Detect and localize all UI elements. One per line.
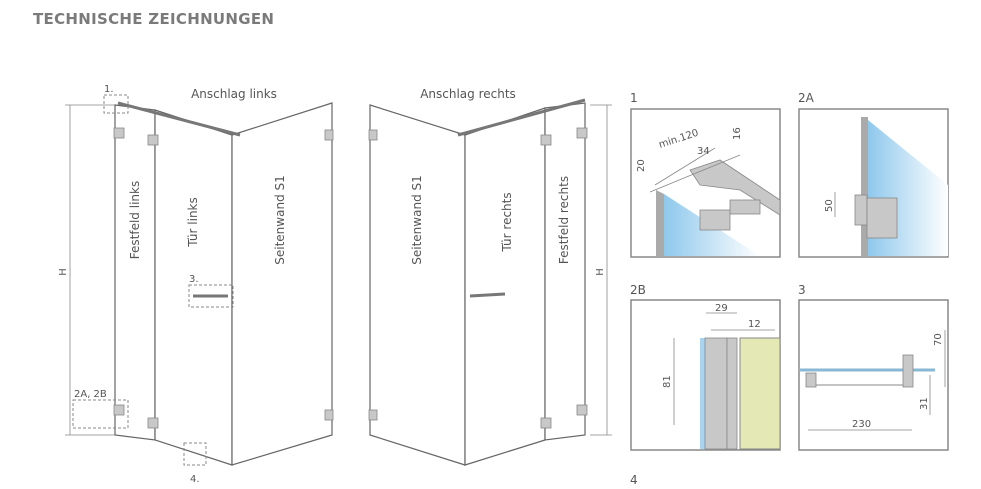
detail-label: 2B bbox=[630, 283, 646, 297]
detail-3: 3 230 70 31 bbox=[798, 283, 949, 451]
panel-label: Seitenwand S1 bbox=[273, 175, 287, 264]
dimension-label: 70 bbox=[933, 333, 944, 346]
height-label: H bbox=[595, 268, 606, 276]
dimension-label: 31 bbox=[919, 397, 930, 410]
page-title: TECHNISCHE ZEICHNUNGEN bbox=[33, 10, 275, 28]
panel-label: Tür rechts bbox=[500, 192, 514, 252]
callout-label: 4. bbox=[190, 474, 200, 485]
dimension-label: 29 bbox=[715, 303, 728, 314]
left-heading: Anschlag links bbox=[191, 87, 277, 101]
panel-label: Tür links bbox=[186, 197, 200, 248]
door-right bbox=[464, 107, 546, 466]
callout-label: 2A, 2B bbox=[74, 389, 107, 400]
panel-label: Festfeld links bbox=[128, 181, 142, 259]
dimension-label: 230 bbox=[852, 419, 871, 430]
detail-label: 1 bbox=[630, 91, 638, 105]
detail-2b: 2B 29 12 81 bbox=[630, 283, 781, 451]
dimension-label: 50 bbox=[824, 199, 835, 212]
detail-label: 3 bbox=[798, 283, 806, 297]
right-shower-drawing: Anschlag rechts Seitenwand S1 Tür rechts… bbox=[368, 87, 612, 466]
door-left bbox=[154, 109, 233, 466]
callout-label: 3. bbox=[189, 274, 199, 285]
fixed-panel-left bbox=[114, 104, 156, 441]
detail-label: 4 bbox=[630, 473, 638, 487]
dimension-label: 16 bbox=[732, 127, 743, 140]
fixed-panel-right bbox=[544, 102, 586, 441]
detail-1: 1 min.120 34 16 20 bbox=[630, 91, 781, 258]
height-label: H bbox=[58, 268, 69, 276]
detail-label: 2A bbox=[798, 91, 815, 105]
side-wall-right bbox=[369, 104, 466, 466]
left-shower-drawing: Anschlag links H Festfeld links Tür link… bbox=[58, 84, 334, 485]
side-wall-left bbox=[231, 102, 333, 466]
dimension-label: 81 bbox=[662, 375, 673, 388]
detail-2a: 2A 50 bbox=[798, 91, 949, 258]
right-heading: Anschlag rechts bbox=[420, 87, 516, 101]
panel-label: Festfeld rechts bbox=[557, 176, 571, 264]
dimension-label: 34 bbox=[697, 146, 710, 157]
dimension-label: 20 bbox=[636, 159, 647, 172]
dimension-label: 12 bbox=[748, 319, 761, 330]
panel-label: Seitenwand S1 bbox=[410, 175, 424, 264]
callout-label: 1. bbox=[104, 84, 114, 95]
